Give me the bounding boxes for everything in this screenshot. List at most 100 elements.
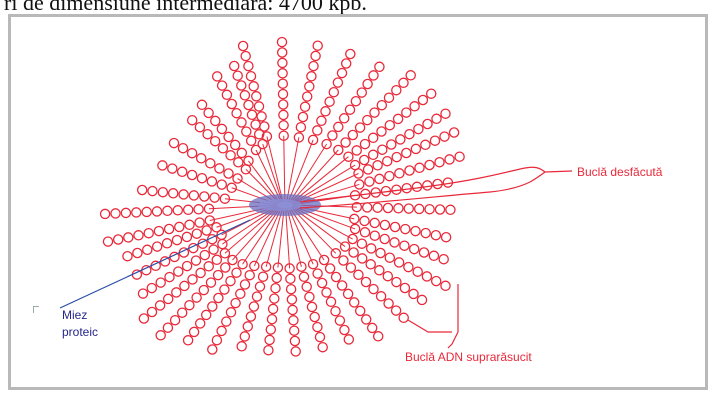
dna-coil-ring bbox=[186, 147, 198, 159]
dna-coil-ring bbox=[227, 254, 238, 266]
dna-coil-ring bbox=[162, 205, 173, 217]
dna-coil-ring bbox=[374, 265, 385, 276]
dna-coil-ring bbox=[201, 225, 212, 236]
dna-coil-ring bbox=[208, 244, 219, 255]
dna-coil-ring bbox=[400, 223, 411, 235]
dna-coil-ring bbox=[131, 207, 142, 218]
dna-coil-ring bbox=[338, 113, 350, 124]
dna-coil-ring bbox=[253, 129, 265, 140]
dna-coil-ring bbox=[277, 68, 288, 79]
dna-coil-ring bbox=[343, 334, 355, 345]
dna-coil-ring bbox=[348, 297, 360, 308]
dna-coil-ring bbox=[420, 227, 431, 239]
dna-coil-ring bbox=[223, 168, 234, 179]
dna-coil-ring bbox=[375, 247, 386, 259]
dna-coil-ring bbox=[285, 283, 297, 295]
dna-coil-ring bbox=[314, 331, 326, 343]
dna-coil-ring bbox=[410, 225, 421, 237]
dna-coil-ring bbox=[340, 137, 351, 148]
dna-coil-ring bbox=[287, 304, 298, 316]
dna-coil-ring bbox=[112, 234, 124, 245]
dna-coil-ring bbox=[177, 142, 189, 154]
dna-coil-ring bbox=[254, 281, 266, 292]
dna-coil-ring bbox=[272, 262, 284, 273]
dna-coil-ring bbox=[236, 147, 248, 159]
dna-coil-ring bbox=[439, 131, 450, 142]
dna-coil-ring bbox=[196, 172, 208, 184]
dna-coil-ring bbox=[425, 88, 437, 99]
dna-coil-ring bbox=[221, 89, 233, 101]
dna-coil-ring bbox=[220, 262, 231, 273]
dna-coil-ring bbox=[414, 162, 425, 174]
dna-coil-ring bbox=[239, 279, 251, 290]
dna-coil-ring bbox=[422, 118, 433, 130]
dna-coil-ring bbox=[339, 241, 351, 252]
unwound-loop-label: Buclă desfăcută bbox=[577, 165, 663, 179]
dna-coil-ring bbox=[393, 257, 405, 268]
core-pointer-line bbox=[59, 219, 251, 309]
dna-coil-ring bbox=[391, 84, 402, 96]
dna-coil-ring bbox=[384, 119, 396, 131]
dna-coil-ring bbox=[444, 154, 455, 165]
dna-coil-ring bbox=[217, 238, 228, 250]
dna-coil-ring bbox=[237, 40, 249, 52]
dna-coil-ring bbox=[137, 288, 149, 299]
dna-strand bbox=[265, 207, 284, 267]
dna-coil-ring bbox=[278, 120, 289, 131]
dna-coil-ring bbox=[216, 179, 228, 190]
dna-loop bbox=[196, 99, 281, 203]
dna-coil-ring bbox=[257, 138, 268, 150]
dna-coil-ring bbox=[186, 169, 198, 181]
dna-coil-ring bbox=[392, 113, 404, 125]
dna-coil-ring bbox=[226, 98, 238, 110]
dna-coil-ring bbox=[123, 232, 134, 243]
dna-coil-ring bbox=[372, 160, 383, 171]
dna-coil-ring bbox=[379, 219, 391, 231]
dna-coil-ring bbox=[404, 128, 415, 140]
dna-coil-ring bbox=[382, 202, 394, 214]
dna-coil-ring bbox=[200, 309, 212, 321]
dna-coil-ring bbox=[155, 277, 166, 288]
dna-coil-ring bbox=[383, 92, 395, 103]
dna-coil-ring bbox=[413, 123, 424, 135]
dna-coil-ring bbox=[239, 331, 251, 342]
dna-coil-ring bbox=[285, 273, 296, 285]
dna-coil-ring bbox=[349, 213, 360, 225]
dna-loop bbox=[137, 206, 279, 299]
dna-coil-ring bbox=[243, 155, 254, 167]
dna-coil-ring bbox=[216, 123, 228, 135]
dna-coil-ring bbox=[182, 204, 194, 216]
dna-strand bbox=[232, 206, 280, 261]
dna-coil-ring bbox=[176, 166, 188, 178]
dna-coil-ring bbox=[403, 261, 414, 273]
dna-coil-ring bbox=[356, 253, 368, 264]
dna-coil-ring bbox=[324, 263, 336, 274]
dna-coil-ring bbox=[298, 271, 310, 283]
dna-coil-ring bbox=[219, 284, 230, 295]
dna-coil-ring bbox=[422, 180, 433, 191]
dna-coil-ring bbox=[277, 78, 289, 89]
dna-coil-ring bbox=[312, 321, 323, 333]
dna-coil-ring bbox=[334, 315, 346, 326]
dna-coil-ring bbox=[169, 314, 181, 326]
dna-coil-ring bbox=[172, 205, 184, 216]
dna-coil-ring bbox=[374, 61, 385, 73]
dna-loop bbox=[289, 207, 384, 342]
dna-strand bbox=[283, 135, 286, 203]
dna-coil-ring bbox=[162, 293, 174, 305]
dna-coil-ring bbox=[277, 57, 288, 69]
dna-coil-ring bbox=[440, 280, 451, 292]
dna-coil-ring bbox=[394, 168, 405, 179]
dna-coil-ring bbox=[381, 155, 393, 167]
dna-coil-ring bbox=[359, 227, 371, 238]
dna-coil-ring bbox=[182, 335, 194, 346]
dna-coil-ring bbox=[390, 305, 402, 316]
dna-coil-ring bbox=[304, 291, 315, 303]
dna-coil-ring bbox=[429, 135, 441, 146]
dna-coil-ring bbox=[366, 322, 378, 334]
dna-coil-ring bbox=[336, 280, 348, 291]
dna-loop bbox=[237, 40, 284, 203]
dna-loop bbox=[263, 207, 285, 356]
dna-coil-ring bbox=[270, 282, 281, 294]
dna-coil-ring bbox=[199, 191, 210, 202]
